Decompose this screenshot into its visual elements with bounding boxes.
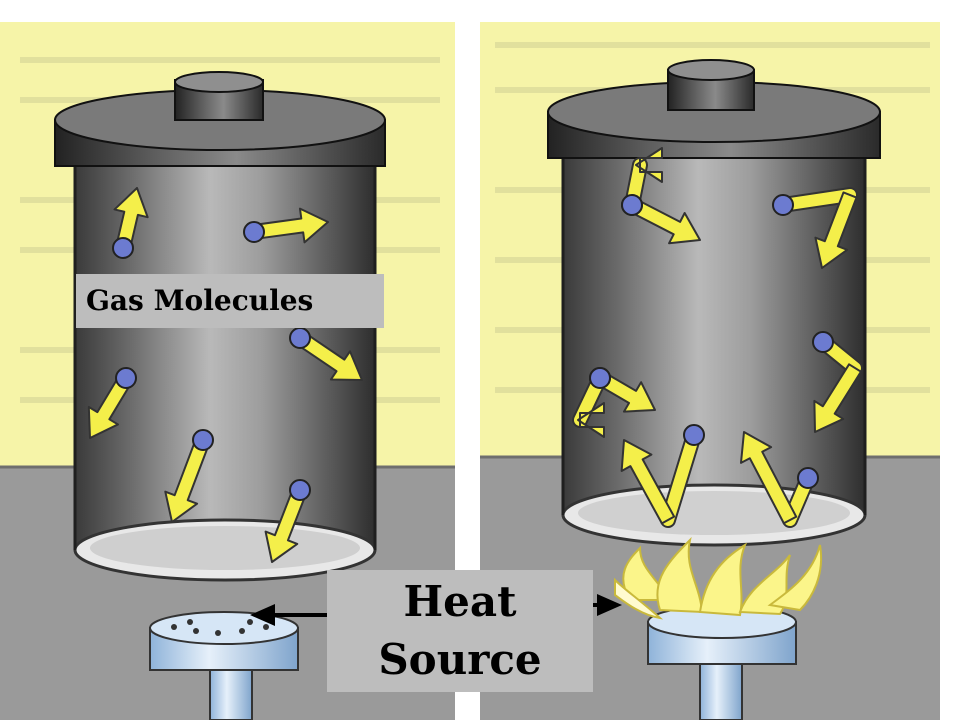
molecule-dot	[589, 367, 611, 389]
heat-source-label: Heat Source	[327, 570, 593, 692]
molecule-dot	[112, 237, 134, 259]
molecule-dot	[115, 367, 137, 389]
motion-arrow-segment	[777, 189, 856, 211]
right-container	[547, 59, 881, 547]
molecule-dot	[289, 479, 311, 501]
molecule-dot	[797, 467, 819, 489]
left-burner	[149, 611, 299, 720]
molecule-dot	[621, 194, 643, 216]
gas-molecules-label: Gas Molecules	[76, 274, 384, 328]
molecule-dot	[192, 429, 214, 451]
molecule-dot	[772, 194, 794, 216]
molecule-dot	[243, 221, 265, 243]
motion-arrow	[164, 436, 211, 523]
heat-source-label-line2: Source	[378, 635, 542, 684]
molecule-dot	[289, 327, 311, 349]
motion-arrow	[620, 439, 676, 525]
motion-arrow-segment	[662, 429, 700, 526]
motion-arrow	[264, 486, 308, 563]
gas-molecules	[87, 147, 863, 563]
right-burner	[647, 605, 797, 720]
motion-arrow	[813, 363, 862, 433]
motion-arrow	[635, 147, 663, 183]
motion-arrow	[814, 191, 858, 269]
motion-arrow	[577, 402, 605, 438]
motion-arrow	[739, 431, 798, 525]
flame-icon	[614, 536, 823, 620]
molecule-dot	[683, 424, 705, 446]
molecule-dot	[812, 331, 834, 353]
heat-source-label-line1: Heat	[403, 577, 517, 626]
